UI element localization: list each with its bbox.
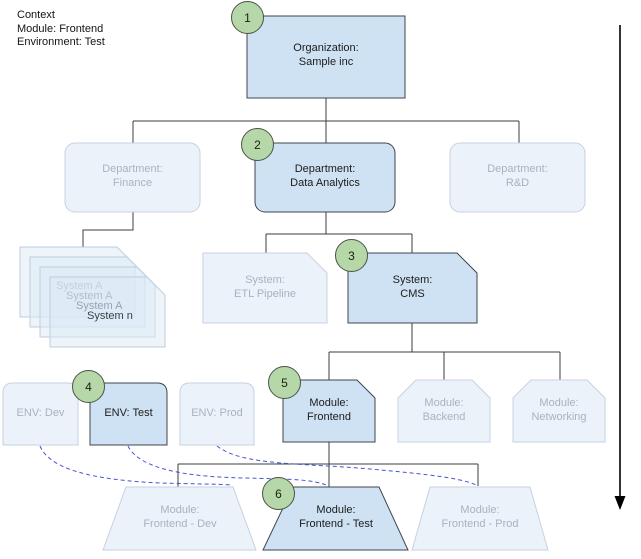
module-frontend-test-label-line1: Module: xyxy=(316,504,356,516)
dept-data-analytics-label-line1: Department: xyxy=(294,163,356,175)
system-stack-label-2: System A xyxy=(66,290,113,302)
context-title: Context xyxy=(17,9,55,21)
system-stack-card-4 xyxy=(49,276,166,348)
organization-label-line2: Sample inc xyxy=(298,55,354,68)
step-badge-1: 1 xyxy=(231,1,264,34)
module-networking-node-label: Module: Networking xyxy=(513,397,605,424)
module-frontend-prod-label-line2: Frontend - Prod xyxy=(441,517,519,530)
module-frontend-test-node-label: Module: Frontend - Test xyxy=(266,504,406,531)
module-networking-label-line2: Networking xyxy=(531,410,587,423)
module-frontend-node-shape xyxy=(282,379,376,443)
connector-finance-to-system-stack xyxy=(82,212,134,247)
module-frontend-label-line2: Frontend xyxy=(306,410,352,423)
system-stack-label-1: System A xyxy=(56,280,103,292)
system-cms-label-line2: CMS xyxy=(400,287,425,300)
system-stack-label-4: System n xyxy=(87,310,133,322)
step-badge-5: 5 xyxy=(268,366,301,399)
module-frontend-prod-node-shape xyxy=(411,486,549,551)
system-etl-node-label: System: ETL Pipeline xyxy=(203,274,327,301)
organization-label-line1: Organization: xyxy=(293,42,359,54)
dashed-link-env-test-to-frontend-test xyxy=(127,445,329,487)
dept-finance-node-label: Department: Finance xyxy=(65,163,200,190)
connector-analytics-to-systems xyxy=(265,212,413,253)
system-etl-label-line2: ETL Pipeline xyxy=(234,287,296,300)
system-cms-node-shape xyxy=(347,252,478,324)
step-badge-6: 6 xyxy=(262,477,295,510)
module-frontend-label-line1: Module: xyxy=(309,397,349,409)
env-prod-node-shape xyxy=(179,382,255,446)
module-networking-label-line1: Module: xyxy=(539,397,579,409)
dept-finance-label-line2: Finance xyxy=(112,176,153,189)
module-backend-label-line2: Backend xyxy=(422,410,466,423)
dept-finance-node-shape xyxy=(64,142,201,213)
dashed-link-env-dev-to-frontend-dev xyxy=(39,445,233,486)
step-badge-3: 3 xyxy=(335,239,368,272)
flow-direction-arrowhead-icon xyxy=(614,496,626,510)
env-prod-node-label: ENV: Prod xyxy=(191,407,243,419)
context-environment-line: Environment: Test xyxy=(17,36,105,48)
step-badge-2: 2 xyxy=(241,128,274,161)
module-networking-node-shape xyxy=(512,379,606,443)
context-module-line: Module: Frontend xyxy=(17,22,104,35)
dept-rnd-label-line1: Department: xyxy=(487,163,548,175)
system-stack-label-3: System A xyxy=(76,300,123,312)
module-frontend-prod-label-line1: Module: xyxy=(460,504,500,516)
context-legend: Context Module: Frontend Environment: Te… xyxy=(17,9,105,50)
connector-frontend-to-instances xyxy=(177,442,479,487)
module-backend-node-shape xyxy=(397,379,491,443)
module-frontend-node-label: Module: Frontend xyxy=(283,397,375,424)
env-test-node-label: ENV: Test xyxy=(104,407,153,419)
dept-data-analytics-node-label: Department: Data Analytics xyxy=(255,163,395,190)
dept-rnd-node-label: Department: R&D xyxy=(450,163,585,190)
system-cms-node-label: System: CMS xyxy=(348,274,477,301)
dashed-link-env-prod-to-frontend-prod xyxy=(216,445,479,487)
module-frontend-test-node-shape xyxy=(262,486,409,551)
system-cms-label-line1: System: xyxy=(392,274,433,286)
module-frontend-dev-label-line1: Module: xyxy=(160,504,200,516)
step-badge-4: 4 xyxy=(72,370,105,403)
module-frontend-dev-label-line2: Frontend - Dev xyxy=(143,517,217,530)
dept-rnd-node-shape xyxy=(449,142,586,213)
module-backend-label-line1: Module: xyxy=(424,397,464,409)
connector-cms-to-modules xyxy=(328,323,561,380)
system-etl-node-shape xyxy=(202,252,328,324)
organization-node-shape xyxy=(246,15,406,99)
module-frontend-dev-node-shape xyxy=(102,486,257,551)
dept-data-analytics-node-shape xyxy=(254,142,396,213)
system-etl-label-line1: System: xyxy=(245,274,285,286)
module-frontend-dev-node-label: Module: Frontend - Dev xyxy=(110,504,250,531)
module-frontend-prod-node-label: Module: Frontend - Prod xyxy=(410,504,550,531)
connector-org-to-departments xyxy=(132,98,520,143)
module-frontend-test-label-line2: Frontend - Test xyxy=(299,517,373,530)
env-dev-node-label: ENV: Dev xyxy=(16,407,65,419)
module-backend-node-label: Module: Backend xyxy=(398,397,490,424)
organization-node-label: Organization: Sample inc xyxy=(247,42,405,69)
dept-rnd-label-line2: R&D xyxy=(505,176,530,189)
dept-finance-label-line1: Department: xyxy=(102,163,163,175)
dept-data-analytics-label-line2: Data Analytics xyxy=(290,176,360,189)
